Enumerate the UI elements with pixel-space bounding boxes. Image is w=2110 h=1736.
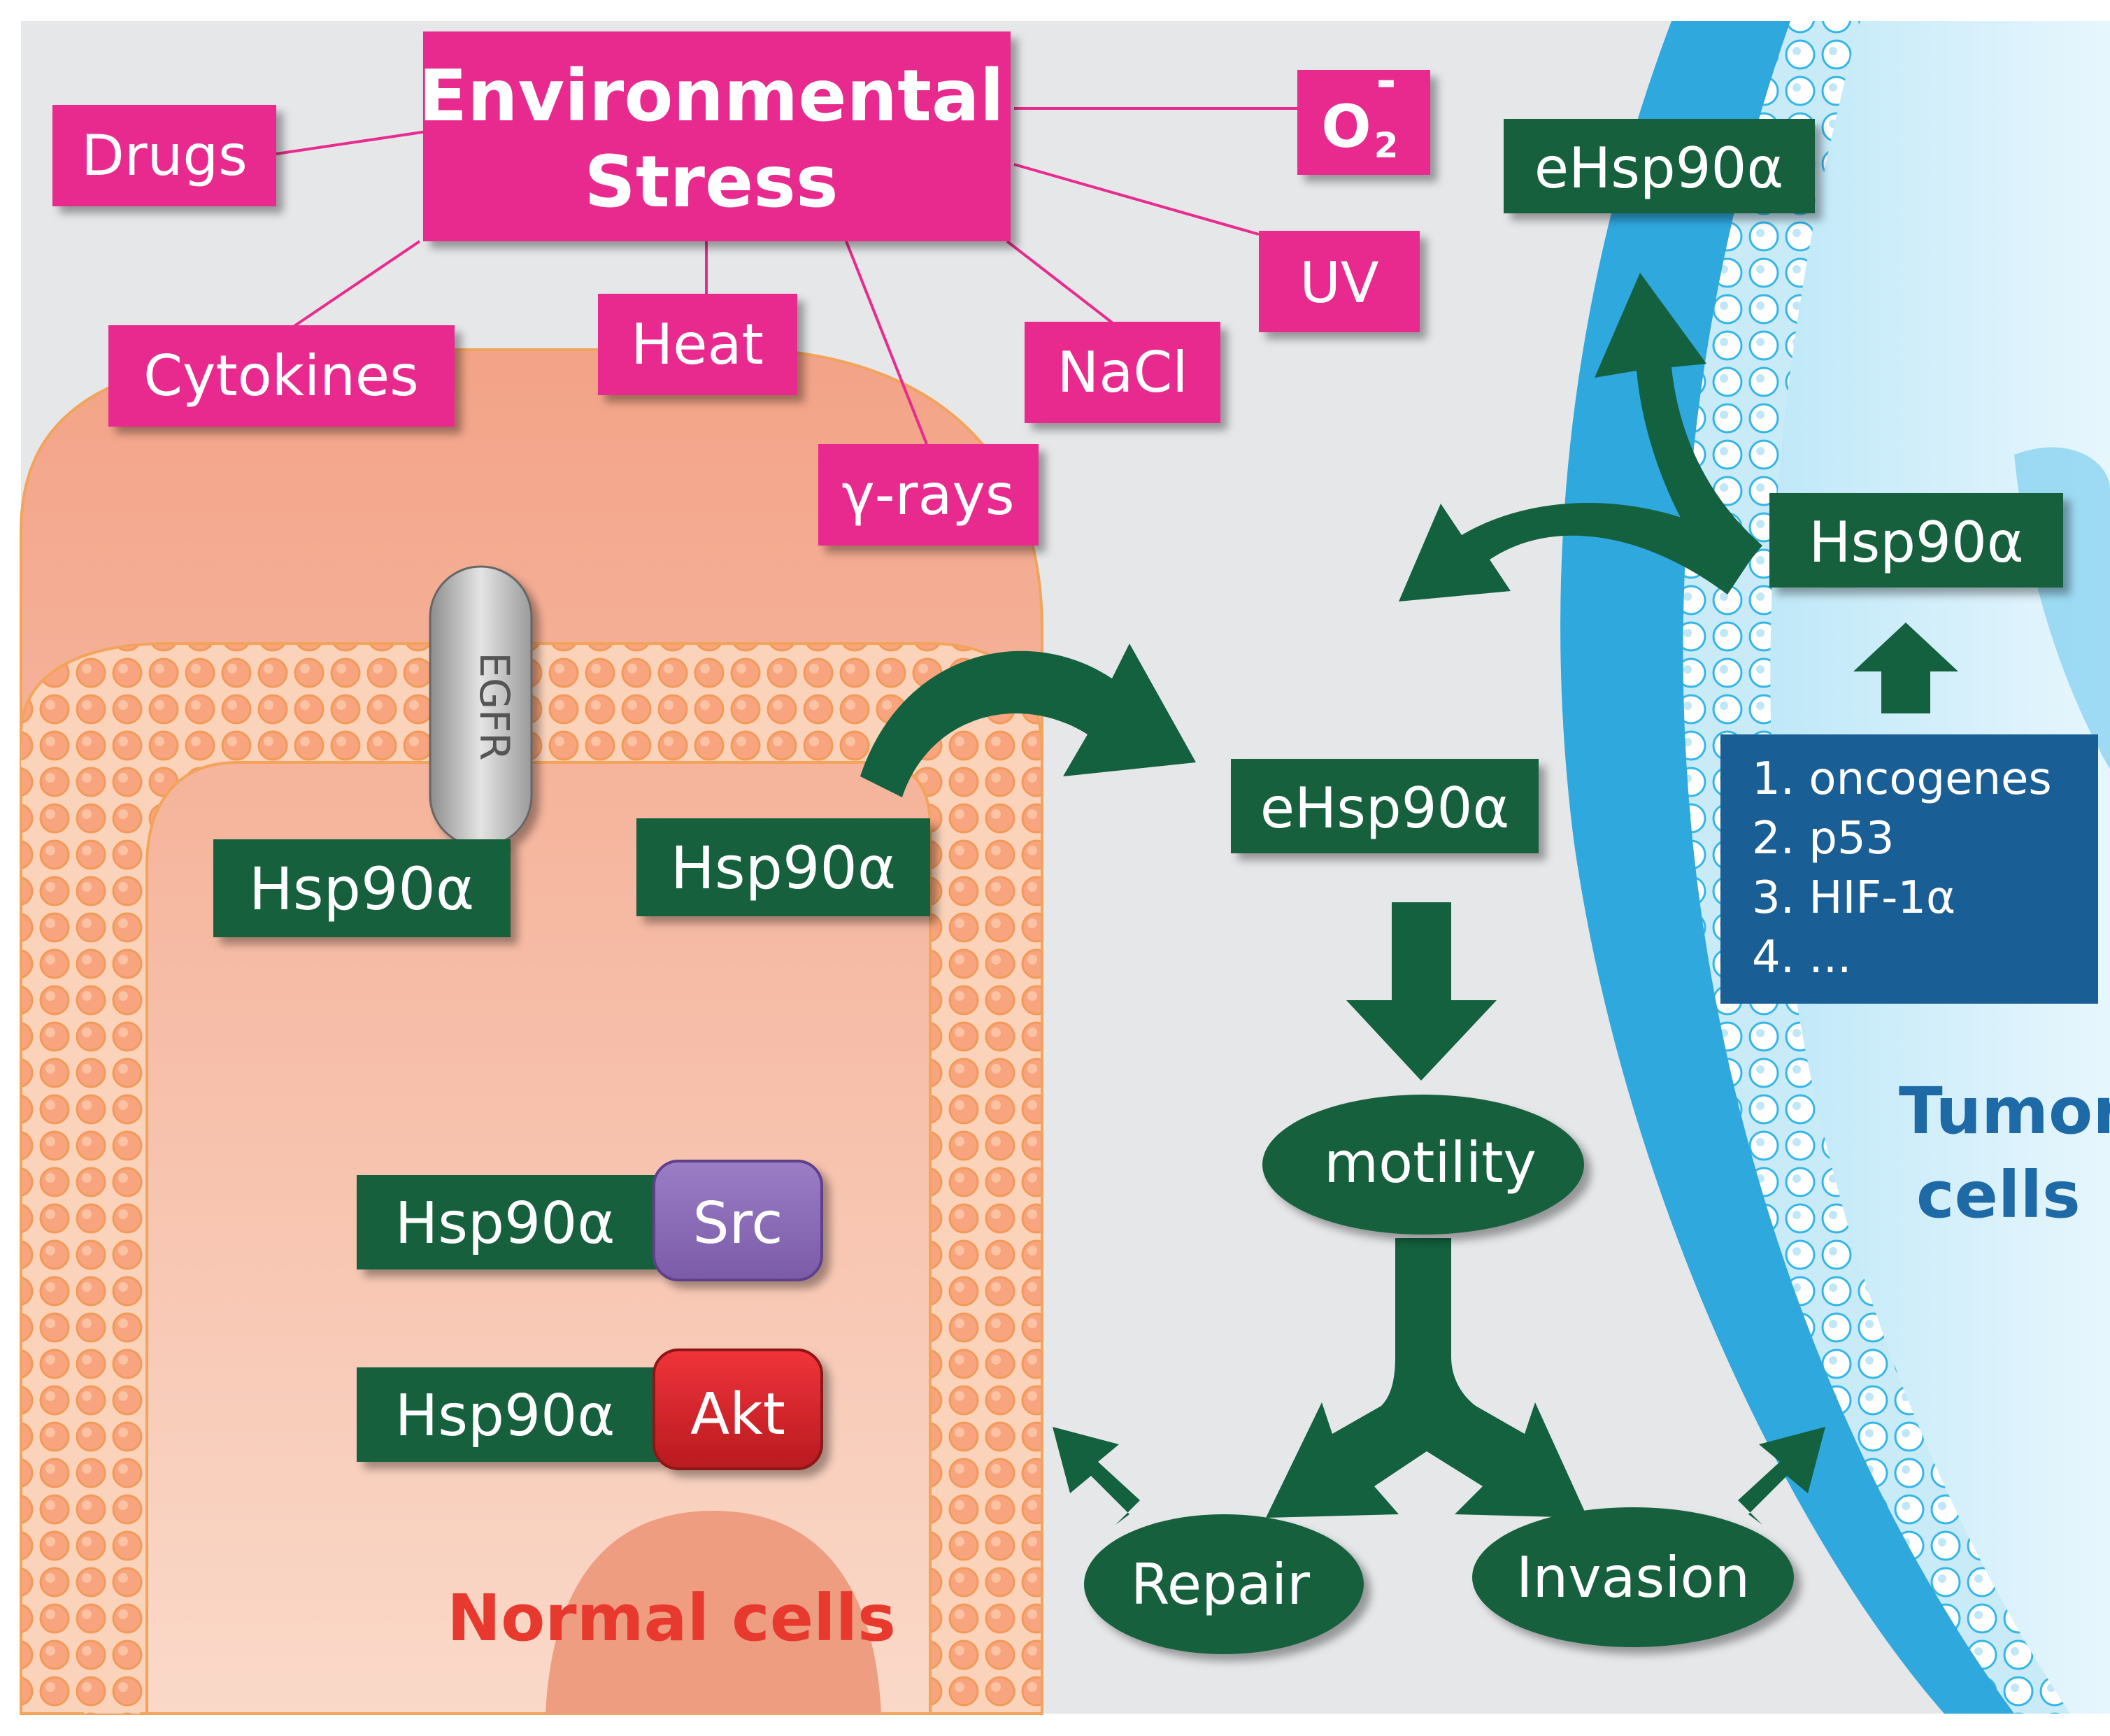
hsp-akt-label: Hsp90α <box>395 1383 615 1449</box>
stress-boxes <box>52 31 1430 546</box>
drugs-label: Drugs <box>81 123 248 188</box>
heat-box <box>598 294 797 395</box>
stress-connectors <box>276 107 1297 445</box>
akt-label: Akt <box>690 1381 785 1448</box>
o2-superscript: - <box>1376 52 1396 110</box>
akt-box <box>653 1349 823 1470</box>
o2-box <box>1297 70 1430 175</box>
stress-label: Stress <box>584 141 838 224</box>
tumor-label-line1: Tumor <box>1899 1074 2110 1148</box>
center-ehsp-label: eHsp90α <box>1260 776 1509 841</box>
normal-cell: Normal cells <box>20 348 1043 1715</box>
nacl-label: NaCl <box>1057 340 1188 405</box>
hsp-src-label: Hsp90α <box>395 1190 615 1257</box>
hsp-boxes <box>213 119 2063 1470</box>
environmental-stress-box <box>423 31 1011 241</box>
gamma-rays-box <box>818 444 1039 546</box>
motility-label: motility <box>1324 1130 1537 1195</box>
nucleus <box>546 1511 881 1714</box>
heat-label: Heat <box>631 312 764 377</box>
hsp-src-box <box>357 1175 664 1269</box>
uv-label: UV <box>1299 250 1379 315</box>
process-ellipses <box>1084 1095 1794 1654</box>
repair-out-arrow <box>1053 1427 1140 1525</box>
cytokines-label: Cytokines <box>143 343 419 408</box>
regulator-list: 1. oncogenes 2. p53 3. HIF-1α 4. ... <box>1720 734 2098 1004</box>
split-arrow <box>1266 1238 1588 1518</box>
hsp-membrane-label: Hsp90α <box>671 834 897 902</box>
cytokines-box <box>108 325 455 427</box>
regulator-item-2: 2. p53 <box>1752 813 1894 865</box>
egfr-receptor: EGFR <box>429 565 533 848</box>
src-label: Src <box>692 1190 783 1257</box>
nacl-box <box>1025 322 1220 423</box>
tumor-label-line2: cells <box>1916 1158 2081 1232</box>
motility-ellipse <box>1262 1095 1584 1235</box>
egfr-label: EGFR <box>471 652 518 760</box>
uv-box <box>1259 231 1420 332</box>
regulator-item-4: 4. ... <box>1752 932 1851 983</box>
invasion-out-arrow <box>1738 1427 1825 1525</box>
tumor-up-arrow <box>1595 273 1762 588</box>
drugs-box <box>52 105 276 206</box>
o2-label: O <box>1321 92 1371 161</box>
o2-subscript: 2 <box>1374 125 1399 166</box>
tumor-hsp-box <box>1769 493 2063 588</box>
tumor-hsp-label: Hsp90α <box>1809 510 2023 575</box>
hsp-akt-box <box>357 1367 664 1462</box>
regulator-item-1: 1. oncogenes <box>1752 753 2052 805</box>
down-arrow-motility <box>1346 902 1497 1081</box>
repair-label: Repair <box>1131 1552 1310 1617</box>
tumor-ehsp-box <box>1504 119 1815 213</box>
repair-ellipse <box>1084 1514 1364 1654</box>
up-arrow-tumor <box>1853 622 1958 713</box>
regulator-list-box <box>1720 734 2098 1004</box>
normal-cells-label: Normal cells <box>447 1581 896 1656</box>
regulator-item-3: 3. HIF-1α <box>1752 872 1955 924</box>
secretion-arrow <box>860 643 1196 797</box>
arrows <box>860 273 1958 1525</box>
hsp-egfr-box <box>213 839 511 937</box>
src-box <box>653 1160 823 1281</box>
center-ehsp-box <box>1231 759 1539 853</box>
tumor-ehsp-label: eHsp90α <box>1534 136 1783 201</box>
invasion-label: Invasion <box>1516 1545 1750 1610</box>
tumor-left-arrow <box>1399 502 1755 602</box>
invasion-ellipse <box>1472 1507 1794 1647</box>
hsp-membrane-box <box>636 818 930 916</box>
hsp-egfr-label: Hsp90α <box>249 855 475 923</box>
gamma-rays-label: γ-rays <box>841 462 1014 527</box>
environmental-label: Environmental <box>418 55 1004 138</box>
